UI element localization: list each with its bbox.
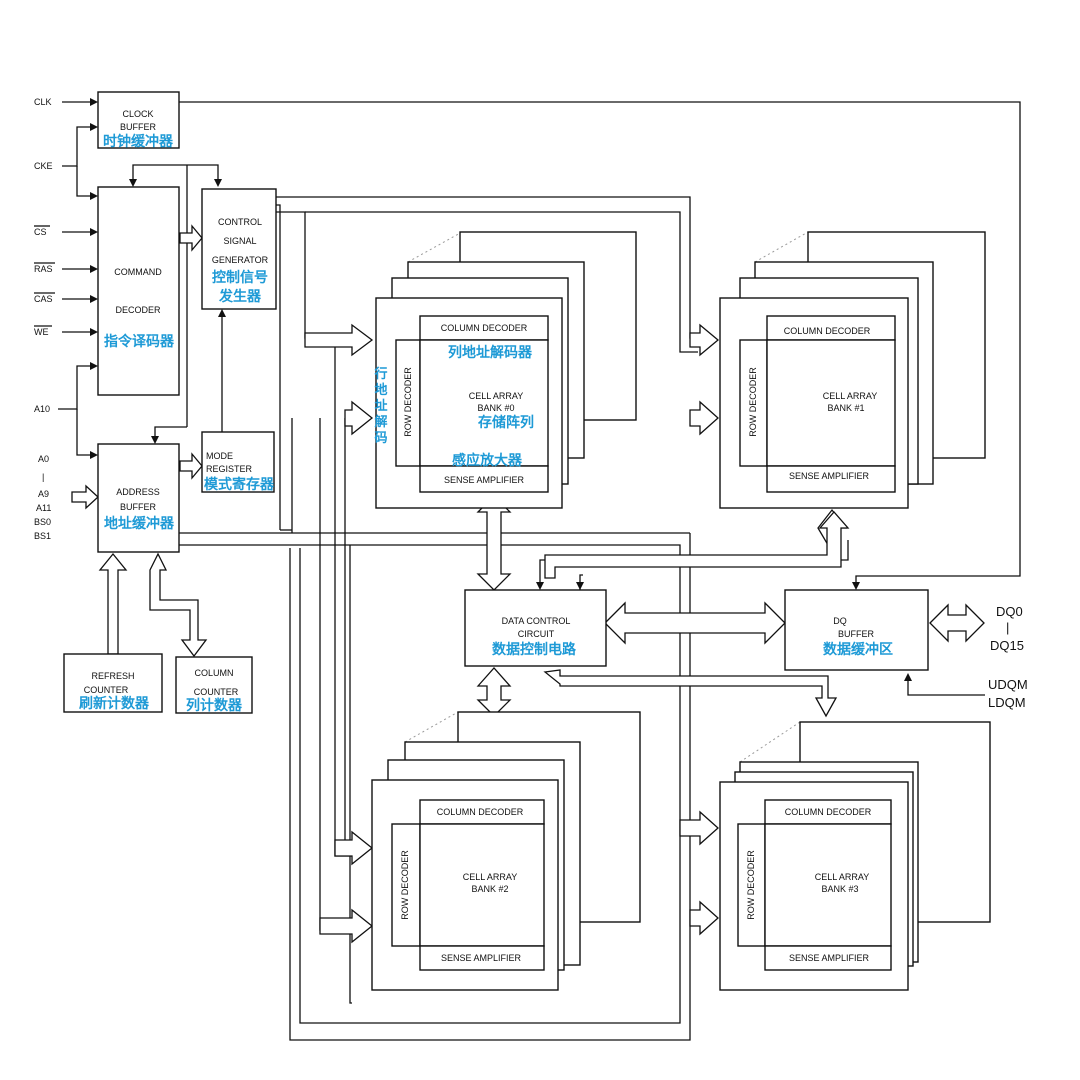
command-decoder-label-2: DECODER xyxy=(115,305,161,315)
bank0-row-decoder-cn-1: 行 xyxy=(373,366,387,382)
bank0-number: BANK #0 xyxy=(477,403,514,413)
dq-buffer-label-2: BUFFER xyxy=(838,629,875,639)
bank0-row-decoder-cn-5: 码 xyxy=(374,431,387,446)
bank0-row-decoder-cn-3: 址 xyxy=(374,398,387,414)
bank1-sense-amplifier: SENSE AMPLIFIER xyxy=(789,471,870,481)
address-buffer-block: ADDRESS BUFFER 地址缓冲器 xyxy=(97,443,180,553)
clock-buffer-block: CLOCK BUFFER 时钟缓冲器 xyxy=(97,91,180,150)
signal-udqm: UDQM xyxy=(988,677,1028,692)
signal-cs: CS xyxy=(34,227,47,237)
input-wires xyxy=(58,98,99,510)
bank-2: COLUMN DECODER ROW DECODER CELL ARRAY BA… xyxy=(371,711,641,991)
control-signal-generator-block: CONTROL SIGNAL GENERATOR 控制信号 发生器 xyxy=(201,188,277,310)
bank2-row-decoder: ROW DECODER xyxy=(400,850,410,920)
bank0-sense-amplifier: SENSE AMPLIFIER xyxy=(444,475,525,485)
signal-a9: A9 xyxy=(38,489,49,499)
bank1-number: BANK #1 xyxy=(827,403,864,413)
mode-register-block: MODE REGISTER 模式寄存器 xyxy=(201,431,275,493)
input-signal-labels: CLK CKE CS RAS CAS WE A10 A0 | A9 A11 BS… xyxy=(34,97,55,541)
bank3-cell-array: CELL ARRAY xyxy=(815,872,870,882)
dcc-label-1: DATA CONTROL xyxy=(502,616,571,626)
bank2-column-decoder: COLUMN DECODER xyxy=(437,807,524,817)
bus-arrows xyxy=(98,224,985,944)
address-buffer-label-1: ADDRESS xyxy=(116,487,160,497)
column-counter-cn: 列计数器 xyxy=(186,697,243,714)
signal-bar: | xyxy=(42,472,44,482)
command-decoder-cn: 指令译码器 xyxy=(104,333,175,350)
signal-a0: A0 xyxy=(38,454,49,464)
bank-3: COLUMN DECODER ROW DECODER CELL ARRAY BA… xyxy=(719,721,991,991)
column-counter-label-2: COUNTER xyxy=(194,687,239,697)
dq-buffer-label-1: DQ xyxy=(833,616,847,626)
csg-label-3: GENERATOR xyxy=(212,255,269,265)
command-decoder-block: COMMAND DECODER 指令译码器 xyxy=(97,186,180,396)
bank3-sense-amplifier: SENSE AMPLIFIER xyxy=(789,953,870,963)
address-buffer-label-2: BUFFER xyxy=(120,502,157,512)
bank0-sense-amplifier-cn: 感应放大器 xyxy=(452,452,523,469)
command-decoder-label-1: COMMAND xyxy=(114,267,162,277)
signal-bs0: BS0 xyxy=(34,517,51,527)
mode-register-label-1: MODE xyxy=(206,451,233,461)
mode-register-cn: 模式寄存器 xyxy=(204,476,275,493)
bank1-cell-array: CELL ARRAY xyxy=(823,391,878,401)
bank1-column-decoder: COLUMN DECODER xyxy=(784,326,871,336)
bank-1: COLUMN DECODER ROW DECODER CELL ARRAY BA… xyxy=(719,231,986,509)
signal-ldqm: LDQM xyxy=(988,695,1026,710)
output-signal-labels: DQ0 | DQ15 UDQM LDQM xyxy=(988,604,1028,710)
clock-buffer-cn: 时钟缓冲器 xyxy=(103,133,174,150)
signal-clk: CLK xyxy=(34,97,52,107)
signal-a11: A11 xyxy=(36,503,51,513)
address-buffer-cn: 地址缓冲器 xyxy=(104,515,175,532)
clock-buffer-label-1: CLOCK xyxy=(122,109,153,119)
clock-buffer-label-2: BUFFER xyxy=(120,122,157,132)
signal-a10: A10 xyxy=(34,404,50,414)
signal-cas: CAS xyxy=(34,294,53,304)
bank0-column-decoder: COLUMN DECODER xyxy=(441,323,528,333)
column-counter-block: COLUMN COUNTER 列计数器 xyxy=(175,656,253,714)
bank0-row-decoder: ROW DECODER xyxy=(403,367,413,437)
refresh-counter-label-1: REFRESH xyxy=(91,671,134,681)
bank0-cell-array-cn: 存储阵列 xyxy=(478,414,534,431)
bank2-sense-amplifier: SENSE AMPLIFIER xyxy=(441,953,522,963)
bank3-row-decoder: ROW DECODER xyxy=(746,850,756,920)
refresh-counter-block: REFRESH COUNTER 刷新计数器 xyxy=(63,653,163,713)
signal-bs1: BS1 xyxy=(34,531,51,541)
csg-label-2: SIGNAL xyxy=(223,236,256,246)
dcc-cn: 数据控制电路 xyxy=(492,641,577,658)
bank2-number: BANK #2 xyxy=(471,884,508,894)
bank0-row-decoder-cn-2: 地 xyxy=(374,382,387,398)
dq-buffer-cn: 数据缓冲区 xyxy=(823,641,893,658)
csg-label-1: CONTROL xyxy=(218,217,262,227)
csg-cn-2: 发生器 xyxy=(218,288,262,305)
bank3-column-decoder: COLUMN DECODER xyxy=(785,807,872,817)
bank0-row-decoder-cn-4: 解 xyxy=(373,414,387,430)
bank0-column-decoder-cn: 列地址解码器 xyxy=(448,344,533,361)
signal-dq15: DQ15 xyxy=(990,638,1024,653)
mode-register-label-2: REGISTER xyxy=(206,464,253,474)
bank-0: COLUMN DECODER ROW DECODER CELL ARRAY BA… xyxy=(373,231,637,509)
bank2-cell-array: CELL ARRAY xyxy=(463,872,518,882)
data-control-circuit-block: DATA CONTROL CIRCUIT 数据控制电路 xyxy=(464,589,607,667)
refresh-counter-label-2: COUNTER xyxy=(84,685,129,695)
bank0-cell-array: CELL ARRAY xyxy=(469,391,524,401)
column-counter-label-1: COLUMN xyxy=(194,668,233,678)
dq-buffer-block: DQ BUFFER 数据缓冲区 xyxy=(784,589,929,671)
bank3-number: BANK #3 xyxy=(821,884,858,894)
signal-cke: CKE xyxy=(34,161,53,171)
signal-dq-bar: | xyxy=(1006,620,1009,635)
csg-cn-1: 控制信号 xyxy=(212,269,268,286)
signal-ras: RAS xyxy=(34,264,53,274)
signal-we: WE xyxy=(34,327,49,337)
bank1-row-decoder: ROW DECODER xyxy=(748,367,758,437)
refresh-counter-cn: 刷新计数器 xyxy=(79,695,150,712)
dcc-label-2: CIRCUIT xyxy=(518,629,555,639)
signal-dq0: DQ0 xyxy=(996,604,1023,619)
